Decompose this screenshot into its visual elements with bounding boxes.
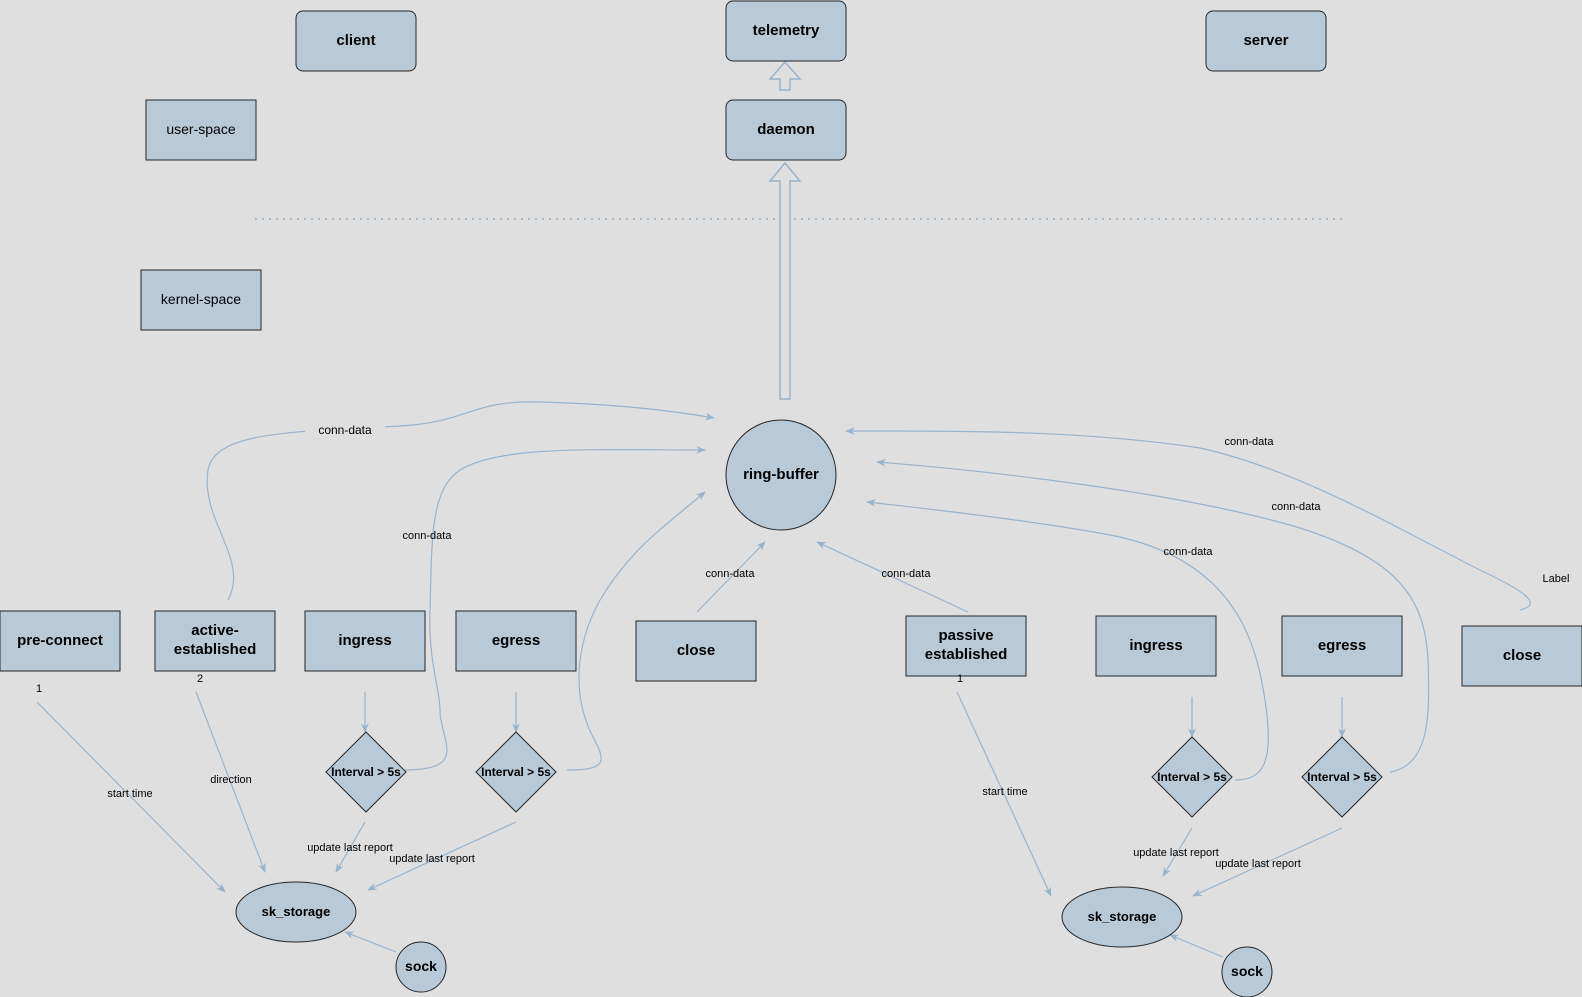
interval-2-node xyxy=(475,731,557,813)
sock-left-label: sock xyxy=(405,958,437,975)
ordinal-passive: 1 xyxy=(956,673,964,686)
edge-active-to-ring xyxy=(206,401,715,601)
daemon-node xyxy=(725,99,847,161)
edge-interval1-to-storage xyxy=(335,821,366,873)
edge-pre-connect-to-storage xyxy=(36,701,226,893)
edge-label-conn-data-close-left: conn-data xyxy=(705,568,755,581)
edge-label-conn-data-passive: conn-data xyxy=(881,568,931,581)
interval-1-label: Interval > 5s xyxy=(331,764,401,779)
ring-buffer-node xyxy=(725,419,837,531)
edge-label-close-right: Label xyxy=(1542,573,1570,586)
edge-sock-left-to-storage xyxy=(344,931,397,953)
edge-interval3-to-storage xyxy=(1162,827,1193,877)
ingress-right-node xyxy=(1095,615,1217,677)
edge-label-update-4: update last report xyxy=(1215,858,1301,871)
edge-interval2-to-storage xyxy=(367,821,517,891)
passive-established-label: passive established xyxy=(924,627,1008,663)
user-space-node xyxy=(145,99,257,161)
ordinal-pre-connect: 1 xyxy=(35,683,43,696)
edge-label-conn-data-active: conn-data xyxy=(305,421,385,439)
ingress-right-label: ingress xyxy=(1129,636,1183,654)
edge-label-conn-data-egress-right: conn-data xyxy=(1271,501,1321,514)
sock-right-label: sock xyxy=(1231,963,1263,980)
edge-label-conn-data-ingress-right: conn-data xyxy=(1163,546,1213,559)
sk-storage-left-node xyxy=(235,881,357,943)
interval-3-node xyxy=(1151,736,1233,818)
sk-storage-right-node xyxy=(1061,886,1183,948)
edge-interval1-to-ring xyxy=(404,446,706,771)
egress-right-label: egress xyxy=(1317,636,1367,654)
kernel-space-node xyxy=(140,269,262,331)
close-left-node xyxy=(635,620,757,682)
active-established-label: active- established xyxy=(173,622,257,658)
interval-1-node xyxy=(325,731,407,813)
close-right-label: close xyxy=(1502,646,1542,664)
daemon-label: daemon xyxy=(757,120,815,138)
client-node xyxy=(295,10,417,72)
interval-4-node xyxy=(1301,736,1383,818)
egress-left-label: egress xyxy=(491,631,541,649)
user-space-label: user-space xyxy=(166,121,236,138)
edge-active-to-storage xyxy=(195,691,266,873)
edge-label-start-time-left: start time xyxy=(107,788,153,801)
ring-buffer-label: ring-buffer xyxy=(743,465,819,483)
interval-2-label: Interval > 5s xyxy=(481,764,551,779)
egress-left-node xyxy=(455,610,577,672)
edge-interval3-to-ring xyxy=(866,499,1269,781)
edge-label-direction: direction xyxy=(210,774,252,787)
active-established-node xyxy=(154,610,276,672)
edge-passive-to-storage xyxy=(956,691,1052,897)
pre-connect-label: pre-connect xyxy=(17,631,103,649)
close-right-node xyxy=(1461,625,1582,687)
edge-close-right-to-ring xyxy=(845,427,1531,611)
ring-buffer-to-daemon-arrow xyxy=(768,161,802,400)
edge-sock-right-to-storage xyxy=(1169,934,1224,958)
sk-storage-left-label: sk_storage xyxy=(261,903,331,919)
daemon-to-telemetry-arrow xyxy=(768,60,802,91)
telemetry-label: telemetry xyxy=(752,21,820,39)
edge-label-conn-data-close-right: conn-data xyxy=(1224,436,1274,449)
edge-label-update-3: update last report xyxy=(1133,847,1219,860)
sk-storage-right-label: sk_storage xyxy=(1087,908,1157,924)
server-node xyxy=(1205,10,1327,72)
edge-interval4-to-ring xyxy=(876,458,1430,773)
interval-3-label: Interval > 5s xyxy=(1157,769,1227,784)
client-label: client xyxy=(336,31,376,49)
sock-right-node xyxy=(1221,946,1273,997)
edge-passive-to-ring xyxy=(816,541,969,613)
sock-left-node xyxy=(395,941,447,993)
interval-4-label: Interval > 5s xyxy=(1307,769,1377,784)
edge-close-left-to-ring xyxy=(696,541,766,613)
edge-label-update-2: update last report xyxy=(389,853,475,866)
ordinal-active: 2 xyxy=(196,673,204,686)
edge-interval4-to-storage xyxy=(1192,827,1343,897)
close-left-label: close xyxy=(676,641,716,659)
passive-established-node xyxy=(905,615,1027,677)
kernel-space-label: kernel-space xyxy=(160,291,242,308)
edge-label-conn-data-ingress-left: conn-data xyxy=(402,530,452,543)
edge-label-start-time-right: start time xyxy=(982,786,1028,799)
pre-connect-node xyxy=(0,610,121,672)
edge-interval2-to-ring xyxy=(566,491,706,771)
ingress-left-label: ingress xyxy=(338,631,392,649)
ingress-left-node xyxy=(304,610,426,672)
edge-label-update-1: update last report xyxy=(307,842,393,855)
server-label: server xyxy=(1243,31,1289,49)
egress-right-node xyxy=(1281,615,1403,677)
telemetry-node xyxy=(725,0,847,62)
